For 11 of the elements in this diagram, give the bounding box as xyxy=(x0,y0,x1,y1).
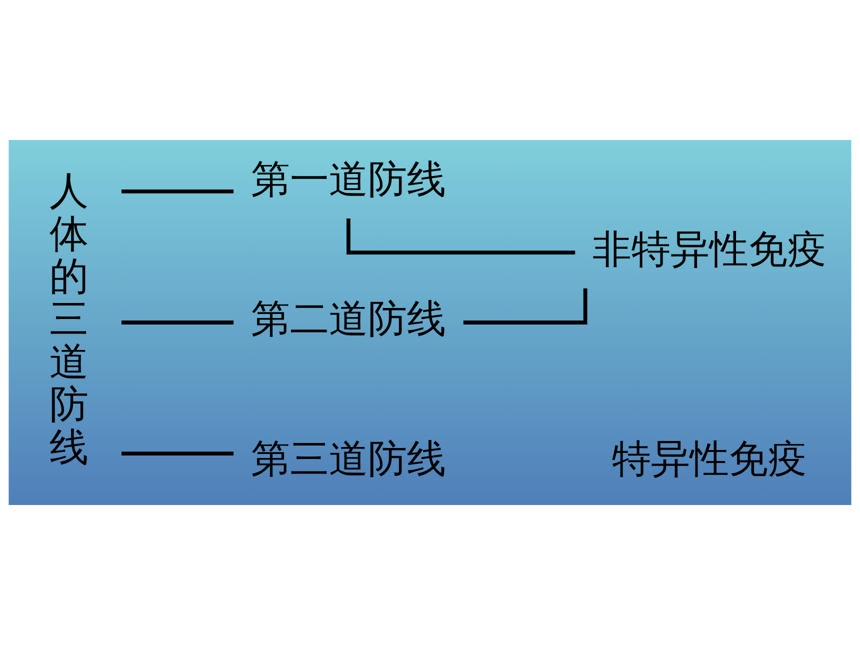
connector xyxy=(346,218,576,255)
node-text: 第二道防线 xyxy=(250,297,446,342)
node-text: 第三道防线 xyxy=(250,436,446,482)
node-text: 非特异性免疫 xyxy=(592,227,827,272)
connector xyxy=(121,320,234,324)
label: 特异性免疫 xyxy=(612,436,808,482)
node-text: 第一道防线 xyxy=(250,157,446,202)
node-text: 人体的三道防线 xyxy=(49,169,88,470)
connector xyxy=(463,288,588,324)
connector xyxy=(121,452,234,456)
connector xyxy=(121,190,234,194)
